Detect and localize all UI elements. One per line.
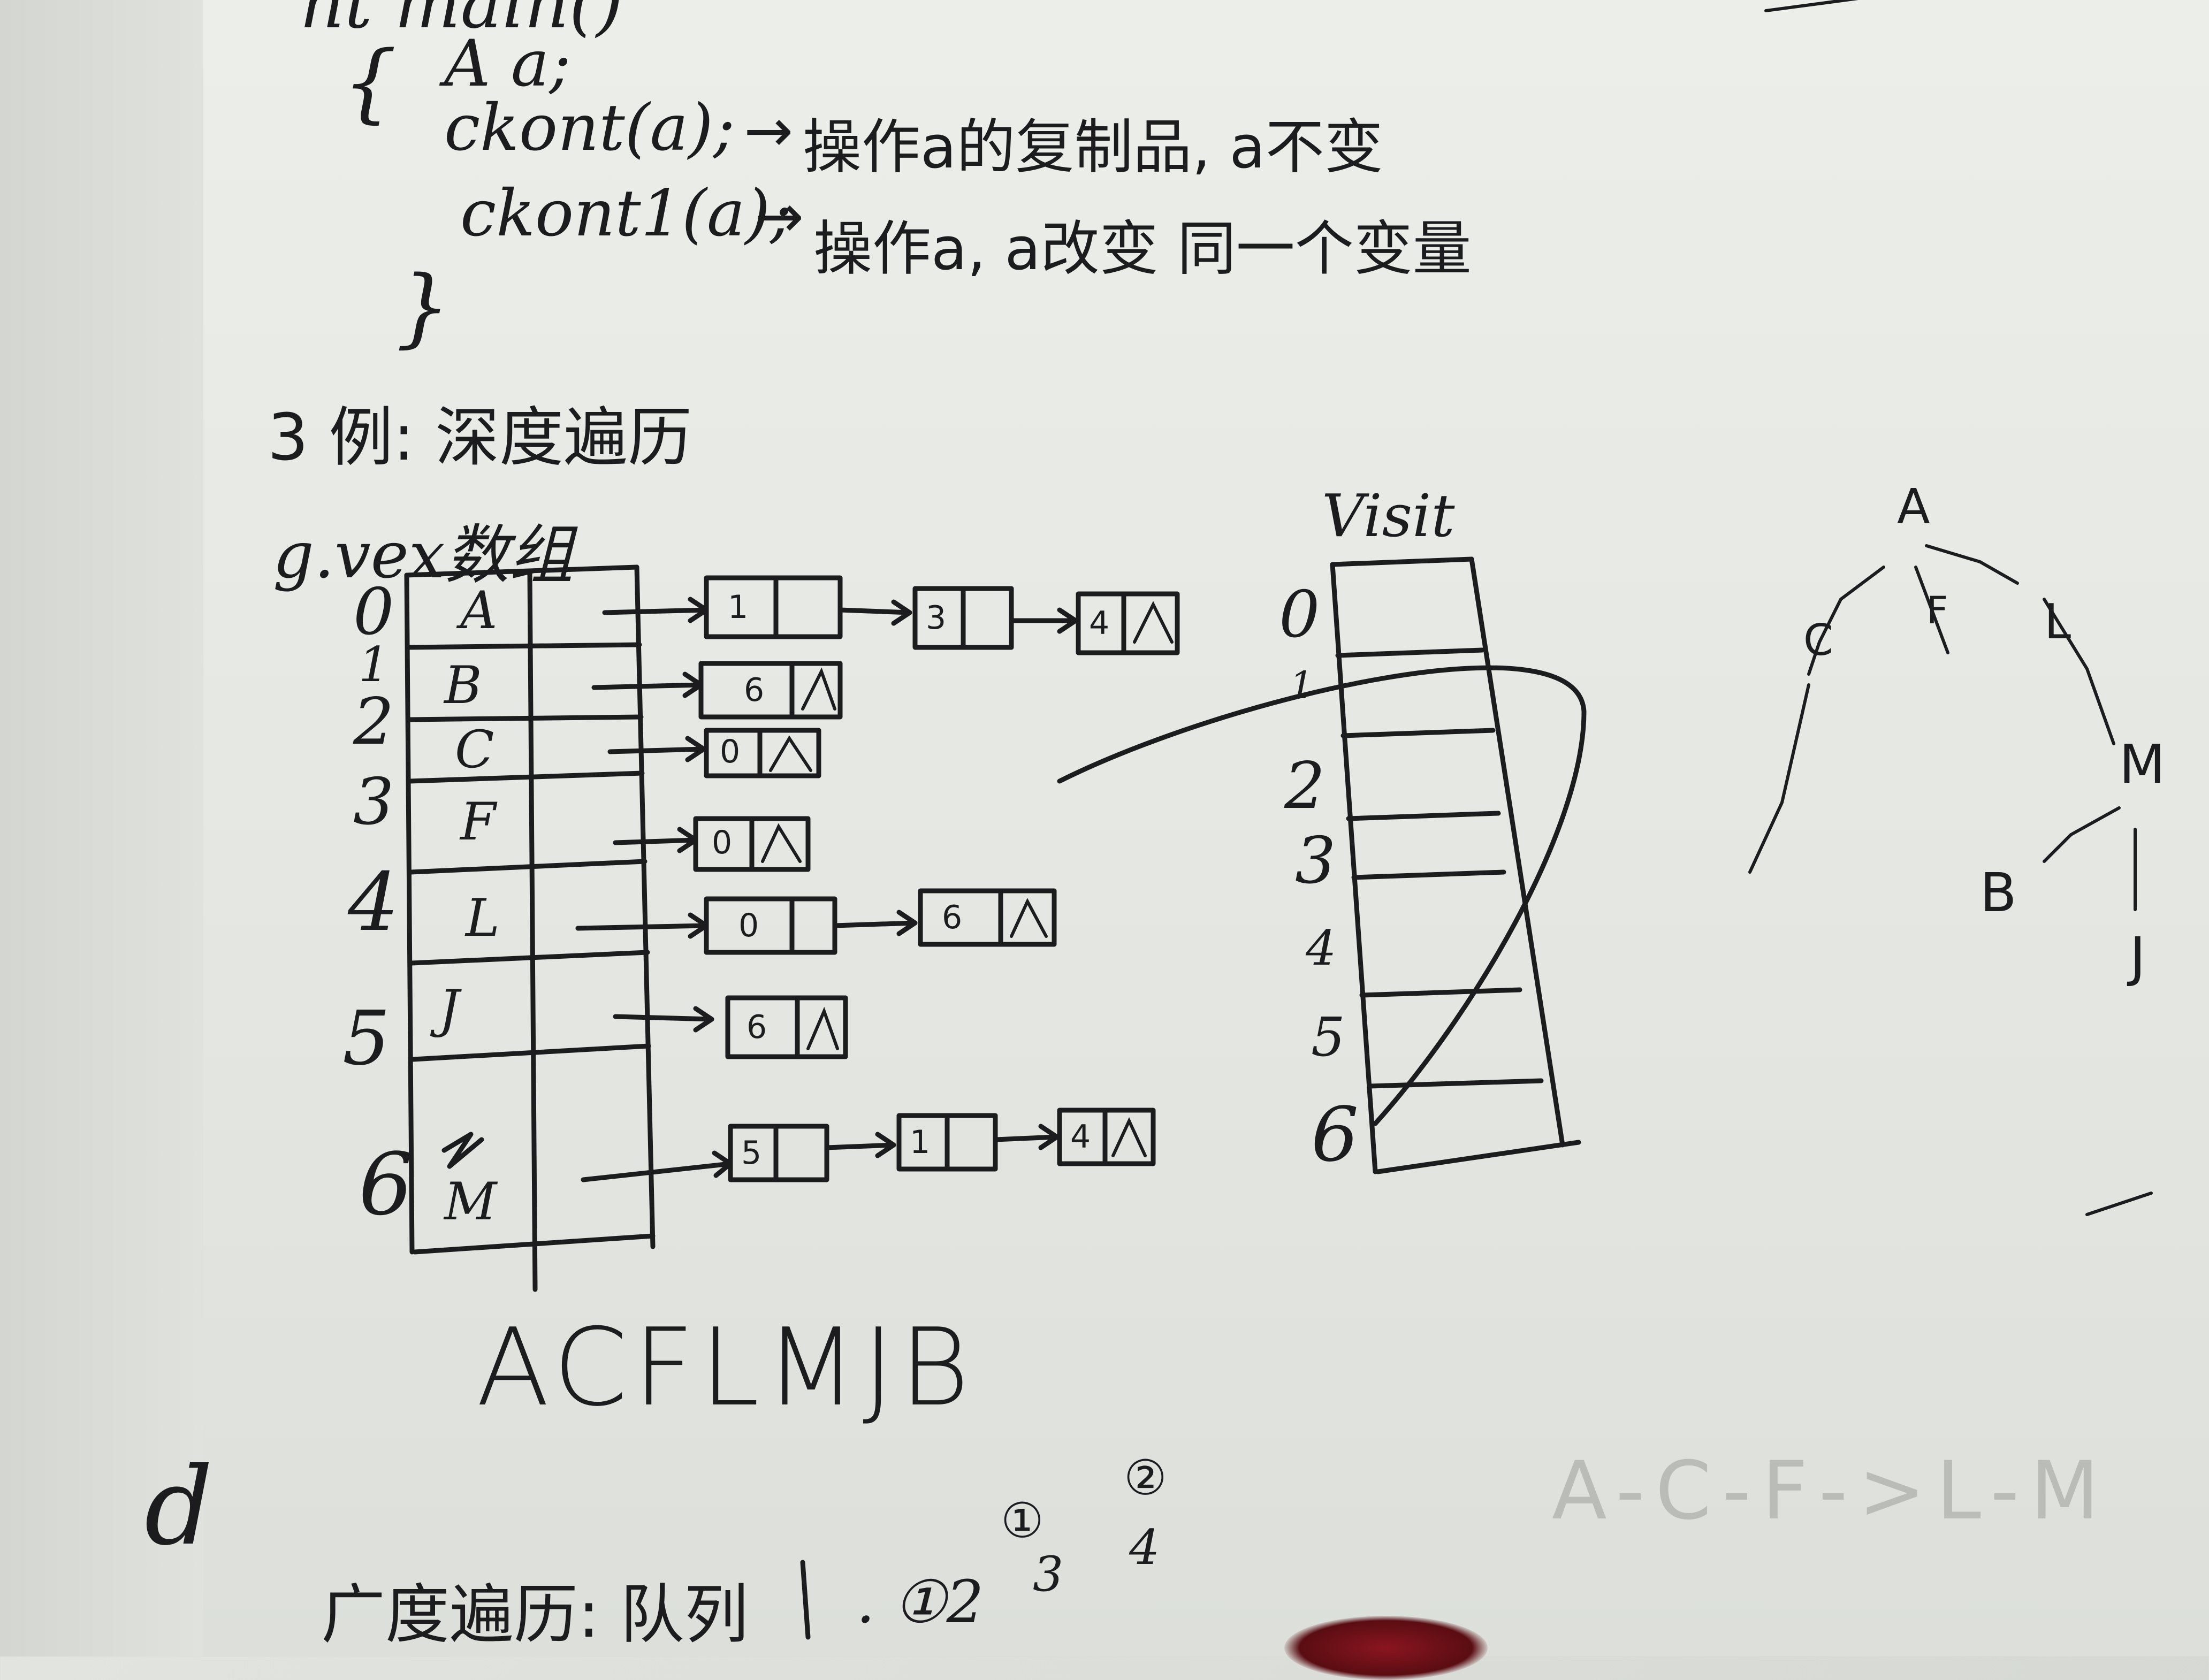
list-node-value: 6 <box>744 671 765 709</box>
array-index: 2 <box>353 685 394 759</box>
vertex-cell: C <box>455 720 494 780</box>
array-index: 5 <box>342 995 391 1082</box>
visit-index: 5 <box>1311 1006 1345 1068</box>
tree-node: B <box>1980 861 2017 924</box>
array-index: 0 <box>353 575 394 650</box>
list-node-value: 0 <box>712 824 733 861</box>
vex-label: g.vex数组 <box>273 518 574 593</box>
arrow-1: → <box>744 96 794 165</box>
list-node-value: 1 <box>728 589 749 626</box>
bfs-sequence: . ①2 <box>856 1568 984 1636</box>
visit-index: 6 <box>1311 1091 1359 1179</box>
list-node-value: 6 <box>747 1009 767 1046</box>
code-call-1: ckont(a); <box>444 91 735 165</box>
number-below: 3 <box>1033 1546 1064 1602</box>
tree-node: L <box>2044 594 2071 650</box>
list-node-value: 0 <box>738 907 759 944</box>
code-open-brace: { <box>342 32 397 132</box>
array-index: 4 <box>348 856 399 949</box>
array-index: 3 <box>353 765 394 839</box>
vertex-cell: B <box>444 655 482 715</box>
margin-letter: d <box>144 1445 214 1569</box>
list-node-value: 1 <box>910 1124 931 1161</box>
tree-node: C <box>1803 615 1833 665</box>
vertex-cell: F <box>460 792 496 852</box>
visit-index: 4 <box>1306 920 1337 976</box>
arrow-2: → <box>755 182 804 250</box>
list-node-value: 4 <box>1089 605 1110 642</box>
vertex-cell: A <box>460 581 498 640</box>
list-node-value: 6 <box>942 899 963 936</box>
faint-ghost-text: A-C-F->L-M <box>1552 1445 2110 1538</box>
code-note-2: 操作a, a改变 同一个变量 <box>813 215 1472 283</box>
code-header: nt main() <box>300 0 623 44</box>
visit-label: Visit <box>1322 482 1455 550</box>
array-index: 1 <box>359 637 390 693</box>
red-object-edge <box>1284 1616 1488 1680</box>
visit-index: 0 <box>1279 578 1320 652</box>
example-heading: 3 例: 深度遍历 <box>268 401 692 475</box>
code-decl: A a; <box>444 27 571 101</box>
tree-node: J <box>2130 926 2146 988</box>
vertex-cell: J <box>439 979 460 1039</box>
list-node-value: 3 <box>926 599 947 637</box>
dfs-result: ACFLMJB <box>476 1305 975 1430</box>
code-close-brace: } <box>396 257 451 357</box>
array-index: 6 <box>359 1134 413 1234</box>
list-node-value: 4 <box>1070 1118 1091 1156</box>
tree-node: M <box>2119 733 2166 796</box>
circled-number: ② <box>1124 1450 1167 1506</box>
vertex-cell: L <box>466 888 500 948</box>
visit-index: 1 <box>1290 663 1314 707</box>
paper-page <box>203 0 2209 1656</box>
number-below: 4 <box>1129 1519 1160 1576</box>
code-note-1: 操作a的复制品, a不变 <box>803 113 1383 181</box>
visit-index: 2 <box>1284 749 1326 823</box>
list-node-value: 0 <box>720 733 741 770</box>
tree-node: F <box>1926 589 1948 632</box>
visit-index: 3 <box>1295 824 1336 898</box>
code-call-2: ckont1(a); <box>460 177 792 251</box>
tree-node: A <box>1897 479 1930 535</box>
bfs-note: 广度遍历: 队列 <box>321 1578 749 1652</box>
notebook-gutter <box>0 0 203 1656</box>
circled-number: ① <box>1001 1493 1044 1549</box>
vertex-cell: M <box>444 1172 497 1232</box>
list-node-value: 5 <box>741 1134 762 1172</box>
